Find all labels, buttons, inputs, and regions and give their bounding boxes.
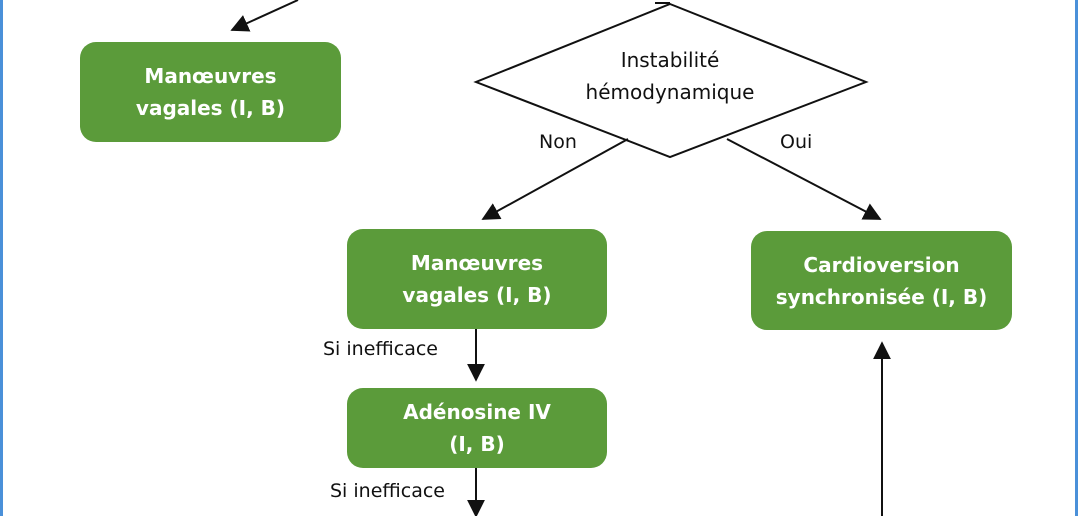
arrow-into-vagal-top [230,0,299,32]
vagal-top-line2: vagales (I, B) [135,96,286,120]
edge-label-yes: Oui [780,131,813,153]
adenosine-box: Adénosine IV (I, B) [347,388,607,468]
cardioversion-line1: Cardioversion [803,252,960,277]
cardioversion-line2: synchronisée (I, B) [775,284,988,309]
edge-label-if-ineffective-2: Si inefficace [330,480,445,502]
edge-label-if-ineffective-1: Si inefficace [323,338,438,360]
instability-label: Instabilité hémodynamique [560,44,780,108]
cardioversion-box: Cardioversion synchronisée (I, B) [751,231,1012,330]
vagal-top-line1: Manœuvres [144,64,277,88]
arrow-no [481,138,629,220]
instability-diamond [473,2,869,159]
vagal-maneuvers-box-mid: Manœuvres vagales (I, B) [347,229,607,329]
instability-line2: hémodynamique [585,80,755,104]
adenosine-line2: (I, B) [449,432,505,456]
vagal-mid-line2: vagales (I, B) [402,283,552,307]
arrow-yes [726,138,882,220]
vagal-maneuvers-box-top: Manœuvres vagales (I, B) [80,42,341,142]
edge-label-no: Non [539,131,577,153]
vagal-mid-line1: Manœuvres [410,251,544,275]
adenosine-line1: Adénosine IV [403,400,551,424]
instability-line1: Instabilité [620,48,720,72]
